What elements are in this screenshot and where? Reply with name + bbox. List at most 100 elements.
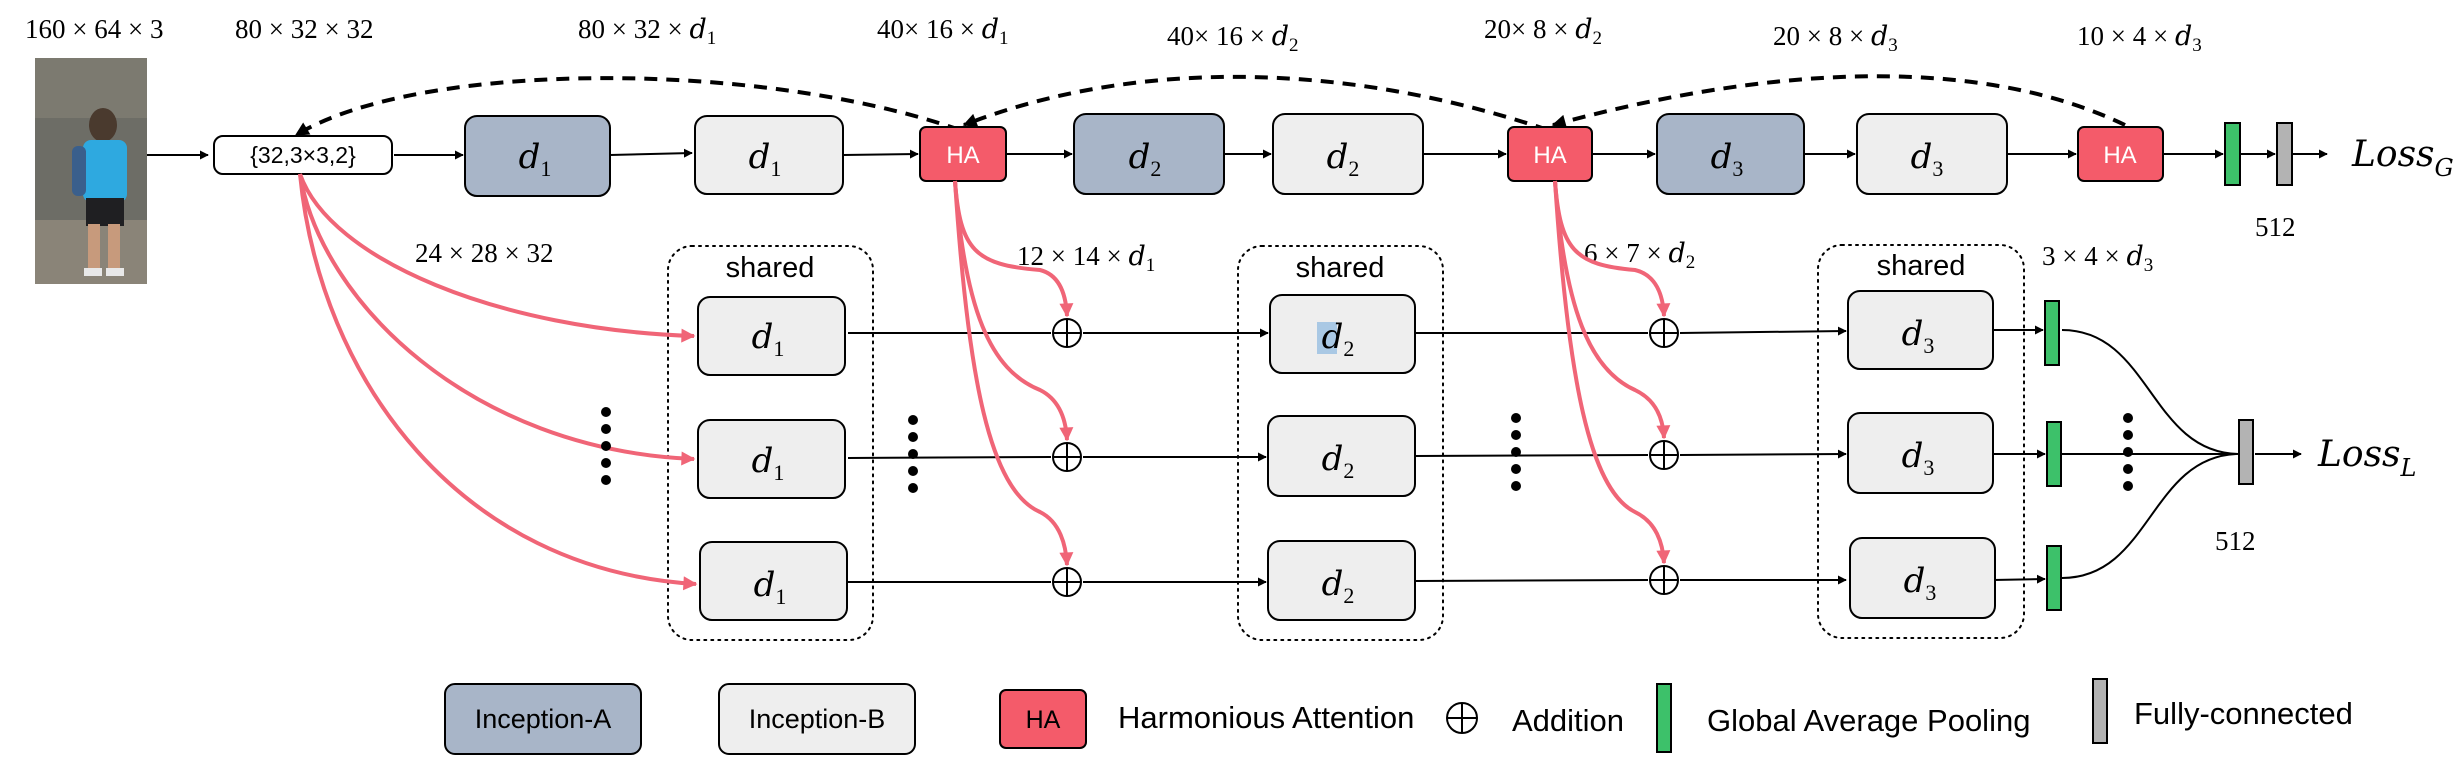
attention-arrow-ha1-row1 (953, 180, 1074, 318)
local-block-row1-stage3: d3 (1847, 290, 1994, 370)
attention-arrow-conv-row1 (298, 173, 696, 343)
dim-ha3: 10 × 4 × d3 (2077, 21, 2202, 56)
legend-fc-text: Fully-connected (2134, 696, 2353, 731)
inception-b-block-2: d2 (1272, 113, 1424, 195)
svg-text:HA: HA (2103, 142, 2136, 169)
ha-block-3: HA (2077, 126, 2164, 182)
dim-local3: 3 × 4 × d3 (2042, 241, 2153, 276)
text-selection-highlight (1317, 322, 1337, 354)
svg-text:d2: d2 (1322, 317, 1355, 361)
loss-global-label: LossG (2351, 134, 2454, 182)
svg-text:HA: HA (1026, 706, 1061, 734)
gap-bar-local-row1 (2044, 300, 2060, 366)
arrow-a1-b1 (609, 148, 693, 158)
ellipsis-dots-2 (908, 415, 918, 493)
local-block-row3-stage1: d1 (699, 541, 848, 621)
merge-curve-row1 (2061, 329, 2239, 455)
arrow-local-row3-e (1992, 574, 2046, 584)
svg-text:HA: HA (1533, 142, 1566, 169)
svg-text:d2: d2 (1129, 137, 1162, 181)
ellipsis-dots-4 (2123, 413, 2133, 491)
addition-node-r3-s1 (1052, 567, 1082, 597)
shared-label-2: shared (1296, 252, 1385, 284)
arrow-local-row2-c (1414, 454, 1649, 457)
addition-node-r2-s1 (1052, 442, 1082, 472)
dim-local-input: 24 × 28 × 32 (415, 238, 553, 268)
svg-text:d3: d3 (1902, 314, 1935, 358)
arrow-local-row1-d (1679, 326, 1847, 336)
shared-container-2 (1237, 245, 1444, 641)
local-block-row3-stage2: d2 (1267, 540, 1416, 621)
addition-node-r1-s1 (1052, 318, 1082, 348)
svg-text:d1: d1 (749, 137, 782, 181)
svg-text:Inception-A: Inception-A (475, 704, 612, 734)
attention-arrow-conv-row3 (298, 173, 698, 591)
loss-local-label: LossL (2317, 434, 2416, 482)
dim-stage2: 40× 16 × d2 (1167, 21, 1299, 56)
fc-bar-global (2276, 122, 2293, 186)
gap-bar-local-row3 (2046, 545, 2062, 611)
addition-node-r1-s2 (1649, 318, 1679, 348)
svg-text:d1: d1 (752, 317, 785, 361)
dashed-skip-arc-1 (294, 76, 961, 137)
conv-block: {32,3×3,2} (213, 135, 393, 175)
legend-ha: HA (999, 689, 1087, 749)
inception-b-block-1: d1 (694, 115, 844, 195)
dim-stage1: 80 × 32 × d1 (578, 14, 716, 49)
legend-gap-bar (1656, 683, 1672, 753)
inception-a-block-3: d3 (1656, 113, 1805, 195)
dashed-skip-arc-2 (962, 74, 1549, 132)
inception-a-block-2: d2 (1073, 113, 1225, 195)
legend-inception-a: Inception-A (444, 683, 642, 755)
attention-arrow-ha2-row2 (1553, 180, 1671, 440)
svg-text:d1: d1 (754, 565, 787, 609)
shared-label-1: shared (726, 252, 815, 284)
legend-gap-text: Global Average Pooling (1707, 703, 2030, 738)
arrow-local-row3-c (1414, 579, 1649, 582)
addition-node-r3-s2 (1649, 565, 1679, 595)
attention-arrow-ha1-row3 (953, 180, 1074, 567)
shared-container-1 (667, 245, 874, 641)
dashed-skip-arc-3 (1551, 74, 2126, 129)
local-block-row1-stage1: d1 (697, 296, 846, 376)
arrow-local-row2-d (1679, 449, 1847, 459)
arrow-b1-ha1 (842, 149, 919, 159)
svg-text:d2: d2 (1322, 439, 1355, 483)
svg-text:d2: d2 (1327, 137, 1360, 181)
legend-addition-icon (1446, 702, 1478, 734)
svg-text:d3: d3 (1902, 436, 1935, 480)
ellipsis-dots-1 (601, 407, 611, 485)
local-block-row2-stage2: d2 (1267, 415, 1416, 497)
dim-input: 160 × 64 × 3 (25, 14, 163, 44)
conv-label: {32,3×3,2} (250, 142, 356, 168)
svg-text:d1: d1 (752, 441, 785, 485)
attention-arrow-conv-row2 (298, 173, 696, 466)
legend-ha-text: Harmonious Attention (1118, 700, 1414, 735)
ha-block-2: HA (1507, 126, 1593, 182)
dim-local2: 6 × 7 × d2 (1584, 238, 1695, 273)
dim-fc-global: 512 (2255, 212, 2296, 242)
attention-arrow-ha2-row3 (1553, 180, 1671, 565)
svg-text:Inception-B: Inception-B (749, 704, 886, 734)
svg-text:d2: d2 (1322, 564, 1355, 608)
legend-addition-text: Addition (1512, 703, 1624, 738)
gap-bar-local-row2 (2046, 421, 2062, 487)
svg-text:HA: HA (946, 142, 979, 169)
merge-curve-row3 (2061, 453, 2237, 579)
dim-ha2: 20× 8 × d2 (1484, 14, 1602, 49)
inception-a-block-1: d1 (464, 115, 611, 197)
arrow-local-row2-a (847, 456, 1052, 459)
input-person-image (35, 58, 147, 284)
shared-label-3: shared (1877, 250, 1966, 282)
legend: Inception-A Inception-B HA Harmonious At… (444, 678, 2353, 755)
gap-bar-global (2224, 122, 2241, 186)
dim-conv: 80 × 32 × 32 (235, 14, 373, 44)
inception-b-block-3: d3 (1856, 113, 2008, 195)
attention-arrow-ha1-row2 (953, 180, 1074, 442)
dim-stage3: 20 × 8 × d3 (1773, 21, 1898, 56)
svg-text:d3: d3 (1911, 137, 1944, 181)
fc-bar-local (2238, 419, 2254, 485)
ellipsis-dots-3 (1511, 413, 1521, 491)
dim-fc-local: 512 (2215, 526, 2256, 556)
svg-text:d3: d3 (1904, 561, 1937, 605)
